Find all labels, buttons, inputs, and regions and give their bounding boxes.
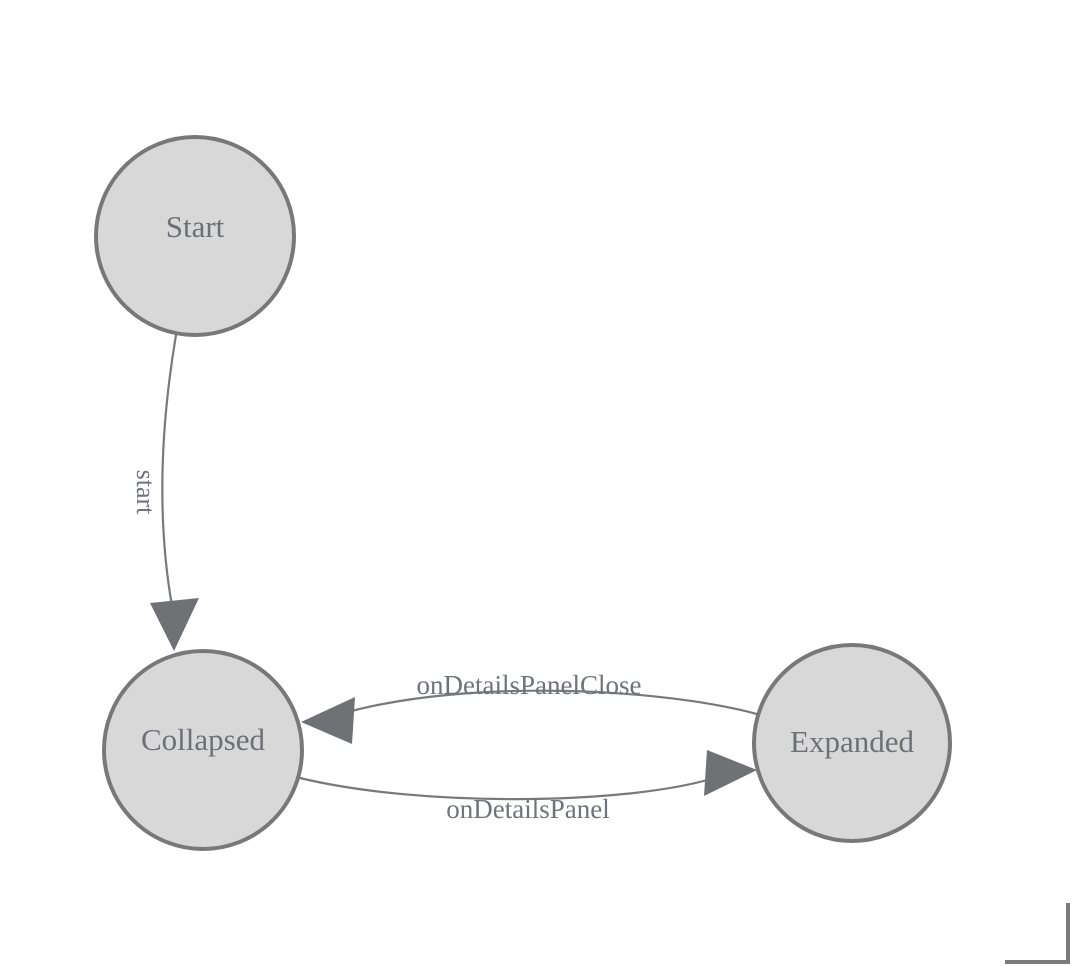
edge-path-expanded-to-collapsed bbox=[346, 689, 759, 716]
arrowhead-into-collapsed-right bbox=[301, 697, 355, 744]
edge-label-on-details-panel: onDetailsPanel bbox=[446, 794, 609, 824]
node-start[interactable]: Start bbox=[94, 135, 296, 337]
edge-collapsed-to-expanded[interactable]: onDetailsPanel bbox=[298, 750, 757, 824]
edge-path-start-to-collapsed bbox=[161, 333, 178, 608]
arrowhead-into-expanded bbox=[704, 750, 757, 796]
node-expanded[interactable]: Expanded bbox=[752, 643, 952, 843]
edge-start-to-collapsed[interactable]: start bbox=[131, 333, 199, 651]
edge-expanded-to-collapsed[interactable]: onDetailsPanelClose bbox=[301, 670, 759, 744]
edge-label-start: start bbox=[131, 470, 160, 516]
node-collapsed[interactable]: Collapsed bbox=[102, 649, 304, 851]
node-expanded-circle bbox=[752, 643, 952, 843]
node-start-circle bbox=[94, 135, 296, 337]
edge-label-on-details-panel-close: onDetailsPanelClose bbox=[417, 670, 642, 700]
node-start-label: Start bbox=[166, 209, 225, 244]
canvas-corner-frame bbox=[1005, 903, 1070, 964]
node-expanded-label: Expanded bbox=[790, 724, 914, 759]
node-collapsed-label: Collapsed bbox=[141, 722, 265, 757]
edge-path-collapsed-to-expanded bbox=[298, 776, 713, 801]
arrowhead-into-collapsed-top bbox=[150, 598, 199, 651]
node-collapsed-circle bbox=[102, 649, 304, 851]
